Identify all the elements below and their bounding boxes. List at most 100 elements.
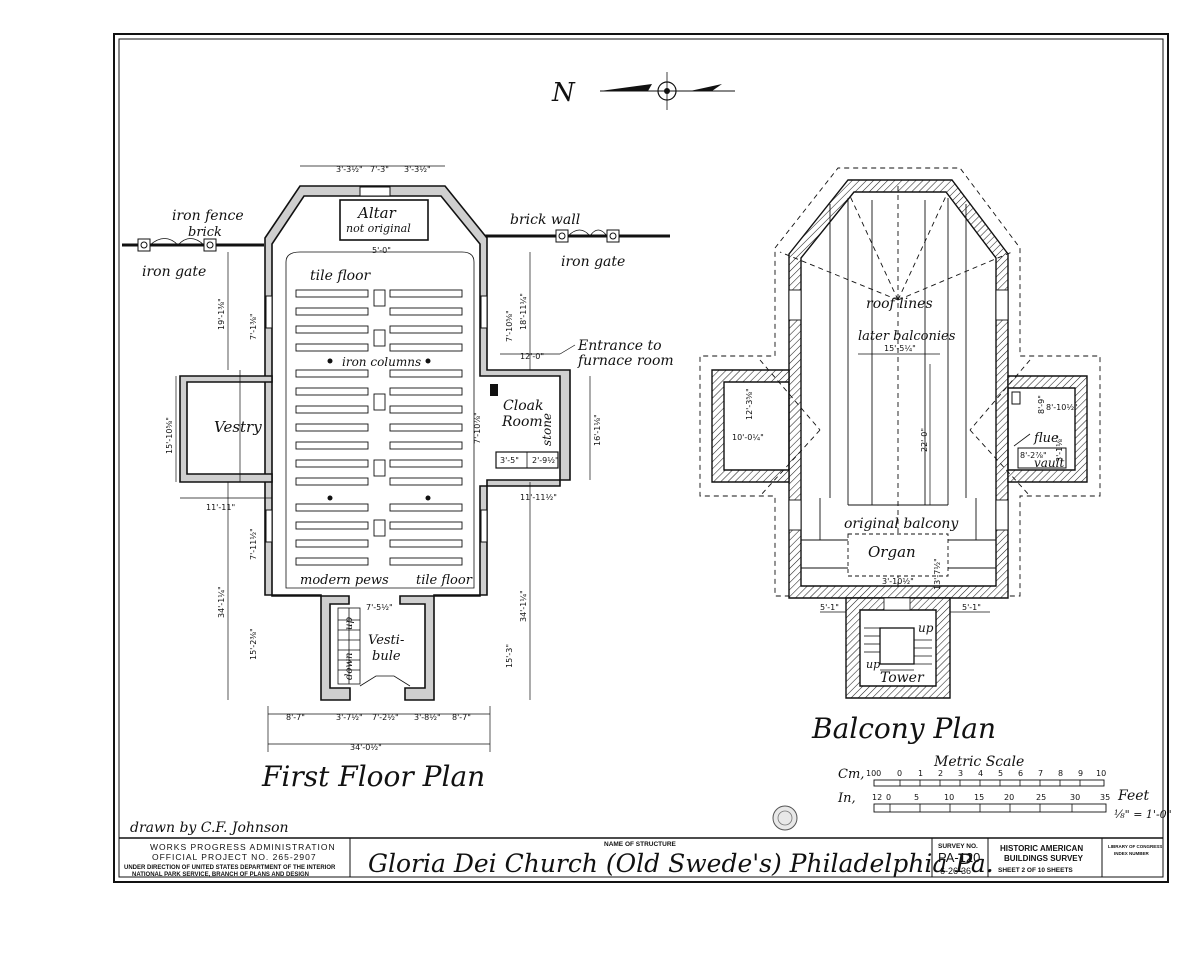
scale-ratio: ⅛" = 1'-0" [1114, 808, 1172, 821]
label-iron-columns: iron columns [342, 355, 421, 369]
dim-balcony-width: 15'-5¼" [884, 344, 916, 353]
label-room: Room [501, 414, 543, 430]
dim-cloak-h: 16'-1⅛" [593, 414, 602, 446]
dim-vestry-w: 15'-10⅝" [165, 417, 174, 454]
dim-top-c: 3'-3½" [404, 165, 431, 174]
first-floor-title: First Floor Plan [261, 760, 485, 793]
altar-label: Altar [356, 204, 397, 222]
scale-in-tick-6: 25 [1036, 793, 1046, 802]
scale-cm-tick-1: 0 [897, 769, 902, 778]
dim-right-wing-b: 8'-10½" [1046, 403, 1078, 412]
dim-vault-b: 2'-9½" [532, 456, 559, 465]
wpa-line-4: NATIONAL PARK SERVICE, BRANCH OF PLANS A… [132, 872, 309, 878]
dim-right-lower-b: 15'-3" [505, 644, 514, 668]
label-modern-pews: modern pews [300, 573, 389, 588]
label-vestibule-1: Vesti- [368, 633, 404, 648]
balcony-left-wing [711, 369, 790, 483]
tower-stairs [864, 627, 932, 671]
scale-cm-tick-10: 9 [1078, 769, 1083, 778]
dim-vault-w: 8'-2⅞" [1020, 451, 1047, 460]
dim-vault-a: 3'-5" [500, 456, 519, 465]
habs-line-1: HISTORIC AMERICAN [1000, 844, 1083, 853]
dim-right-upper: 18'-11¼" [519, 293, 528, 330]
label-brick-wall: brick wall [510, 212, 580, 228]
title-block: WORKS PROGRESS ADMINISTRATION OFFICIAL P… [119, 837, 1163, 878]
dimension-lines-first [175, 165, 591, 752]
vestry-walls [179, 375, 273, 483]
scale-cm-label: Cm, [838, 767, 864, 782]
scale-in-tick-7: 30 [1070, 793, 1080, 802]
label-iron-gate-right: iron gate [561, 254, 625, 270]
label-vestry: Vestry [214, 418, 262, 436]
tower-walls [845, 597, 951, 699]
dim-left-wing-a: 12'-3⅝" [745, 388, 754, 420]
fence-left [122, 238, 264, 252]
scale-cm-tick-5: 4 [978, 769, 983, 778]
altar [339, 199, 429, 241]
label-vestibule-2: bule [372, 649, 401, 664]
structure-name: Gloria Dei Church (Old Swede's) Philadel… [368, 849, 994, 878]
vestibule-stairs [337, 607, 361, 685]
nave-walls [264, 185, 571, 701]
dim-vestibule-w: 7'-5½" [366, 603, 393, 612]
name-header: NAME OF STRUCTURE [604, 841, 677, 848]
scale-cm-tick-6: 5 [998, 769, 1003, 778]
dim-left-wing-b: 10'-0¼" [732, 433, 764, 442]
first-floor-plan: Altar not original 5'-0" [122, 165, 674, 793]
loc-line-2: INDEX NUMBER [1114, 851, 1150, 856]
label-roof-lines: roof lines [866, 296, 933, 312]
dim-right-upper-b: 7'-10⅝" [505, 310, 514, 342]
dim-bottom-c: 7'-2½" [372, 713, 399, 722]
outer-border [113, 33, 1169, 883]
dim-top-a: 3'-3½" [336, 165, 363, 174]
survey-date: 6-26-36 [940, 866, 971, 876]
scale-cm-tick-9: 8 [1058, 769, 1063, 778]
label-brick: brick [188, 225, 222, 240]
vault-balcony [1017, 447, 1067, 469]
label-iron-gate-left: iron gate [142, 264, 206, 280]
roof-lines [759, 186, 1031, 590]
scale-in-tick-5: 20 [1004, 793, 1014, 802]
label-tile-floor-bottom: tile floor [416, 573, 473, 588]
inner-border [118, 38, 1164, 878]
habs-line-2: BUILDINGS SURVEY [1004, 854, 1084, 863]
fence-right [480, 229, 670, 243]
scale-in-tick-1: 0 [886, 793, 891, 802]
dim-vault-h: 3'-1⅛" [1055, 435, 1064, 462]
scale-in-tick-8: 35 [1100, 793, 1110, 802]
dim-left-upper-b: 7'-1⅜" [249, 313, 258, 340]
label-tower: Tower [880, 670, 925, 686]
loc-line-1: LIBRARY OF CONGRESS [1108, 844, 1162, 849]
wpa-line-3: UNDER DIRECTION OF UNITED STATES DEPARTM… [124, 865, 336, 871]
altar-note: not original [346, 222, 411, 235]
label-later-balconies: later balconies [858, 329, 956, 344]
label-vault: vault [1034, 456, 1065, 470]
dim-cloak-bottom: 11'-11½" [520, 493, 557, 502]
dim-left-upper: 19'-1⅜" [217, 298, 226, 330]
survey-header: SURVEY NO. [938, 843, 978, 850]
roof-outline [699, 167, 1101, 597]
dim-bottom-a: 8'-7" [286, 713, 305, 722]
scale-cm-tick-0: 100 [866, 769, 881, 778]
dim-right-lower: 34'-1¼" [519, 590, 528, 622]
survey-seal-icon [772, 805, 798, 831]
dim-vestry-bottom: 11'-11" [206, 503, 235, 512]
sheet-info: SHEET 2 OF 10 SHEETS [998, 867, 1073, 874]
scale-feet-label: Feet [1117, 788, 1150, 804]
dim-tower-left: 5'-1" [820, 603, 839, 612]
label-up-b: up [866, 658, 880, 671]
scale-cm-tick-8: 7 [1038, 769, 1043, 778]
scale-in-tick-0: 12 [872, 793, 882, 802]
scale-cm-tick-11: 10 [1096, 769, 1106, 778]
drawn-by: drawn by C.F. Johnson [130, 820, 289, 836]
survey-no: PA-120 [938, 850, 980, 865]
wpa-line-2: OFFICIAL PROJECT NO. 265-2907 [152, 852, 317, 862]
label-organ: Organ [868, 543, 916, 561]
dim-tower-gap: 3'-10½" [882, 577, 914, 586]
scale-bar: Metric Scale Cm, 100 0 1 2 3 4 5 6 7 8 9… [837, 754, 1172, 821]
dim-balcony-length: 22'-0" [920, 428, 929, 452]
organ [847, 533, 949, 577]
scale-cm-tick-4: 3 [958, 769, 963, 778]
balcony-plan: roof lines later balconies original balc… [699, 167, 1101, 745]
dim-bottom-e: 8'-7" [452, 713, 471, 722]
